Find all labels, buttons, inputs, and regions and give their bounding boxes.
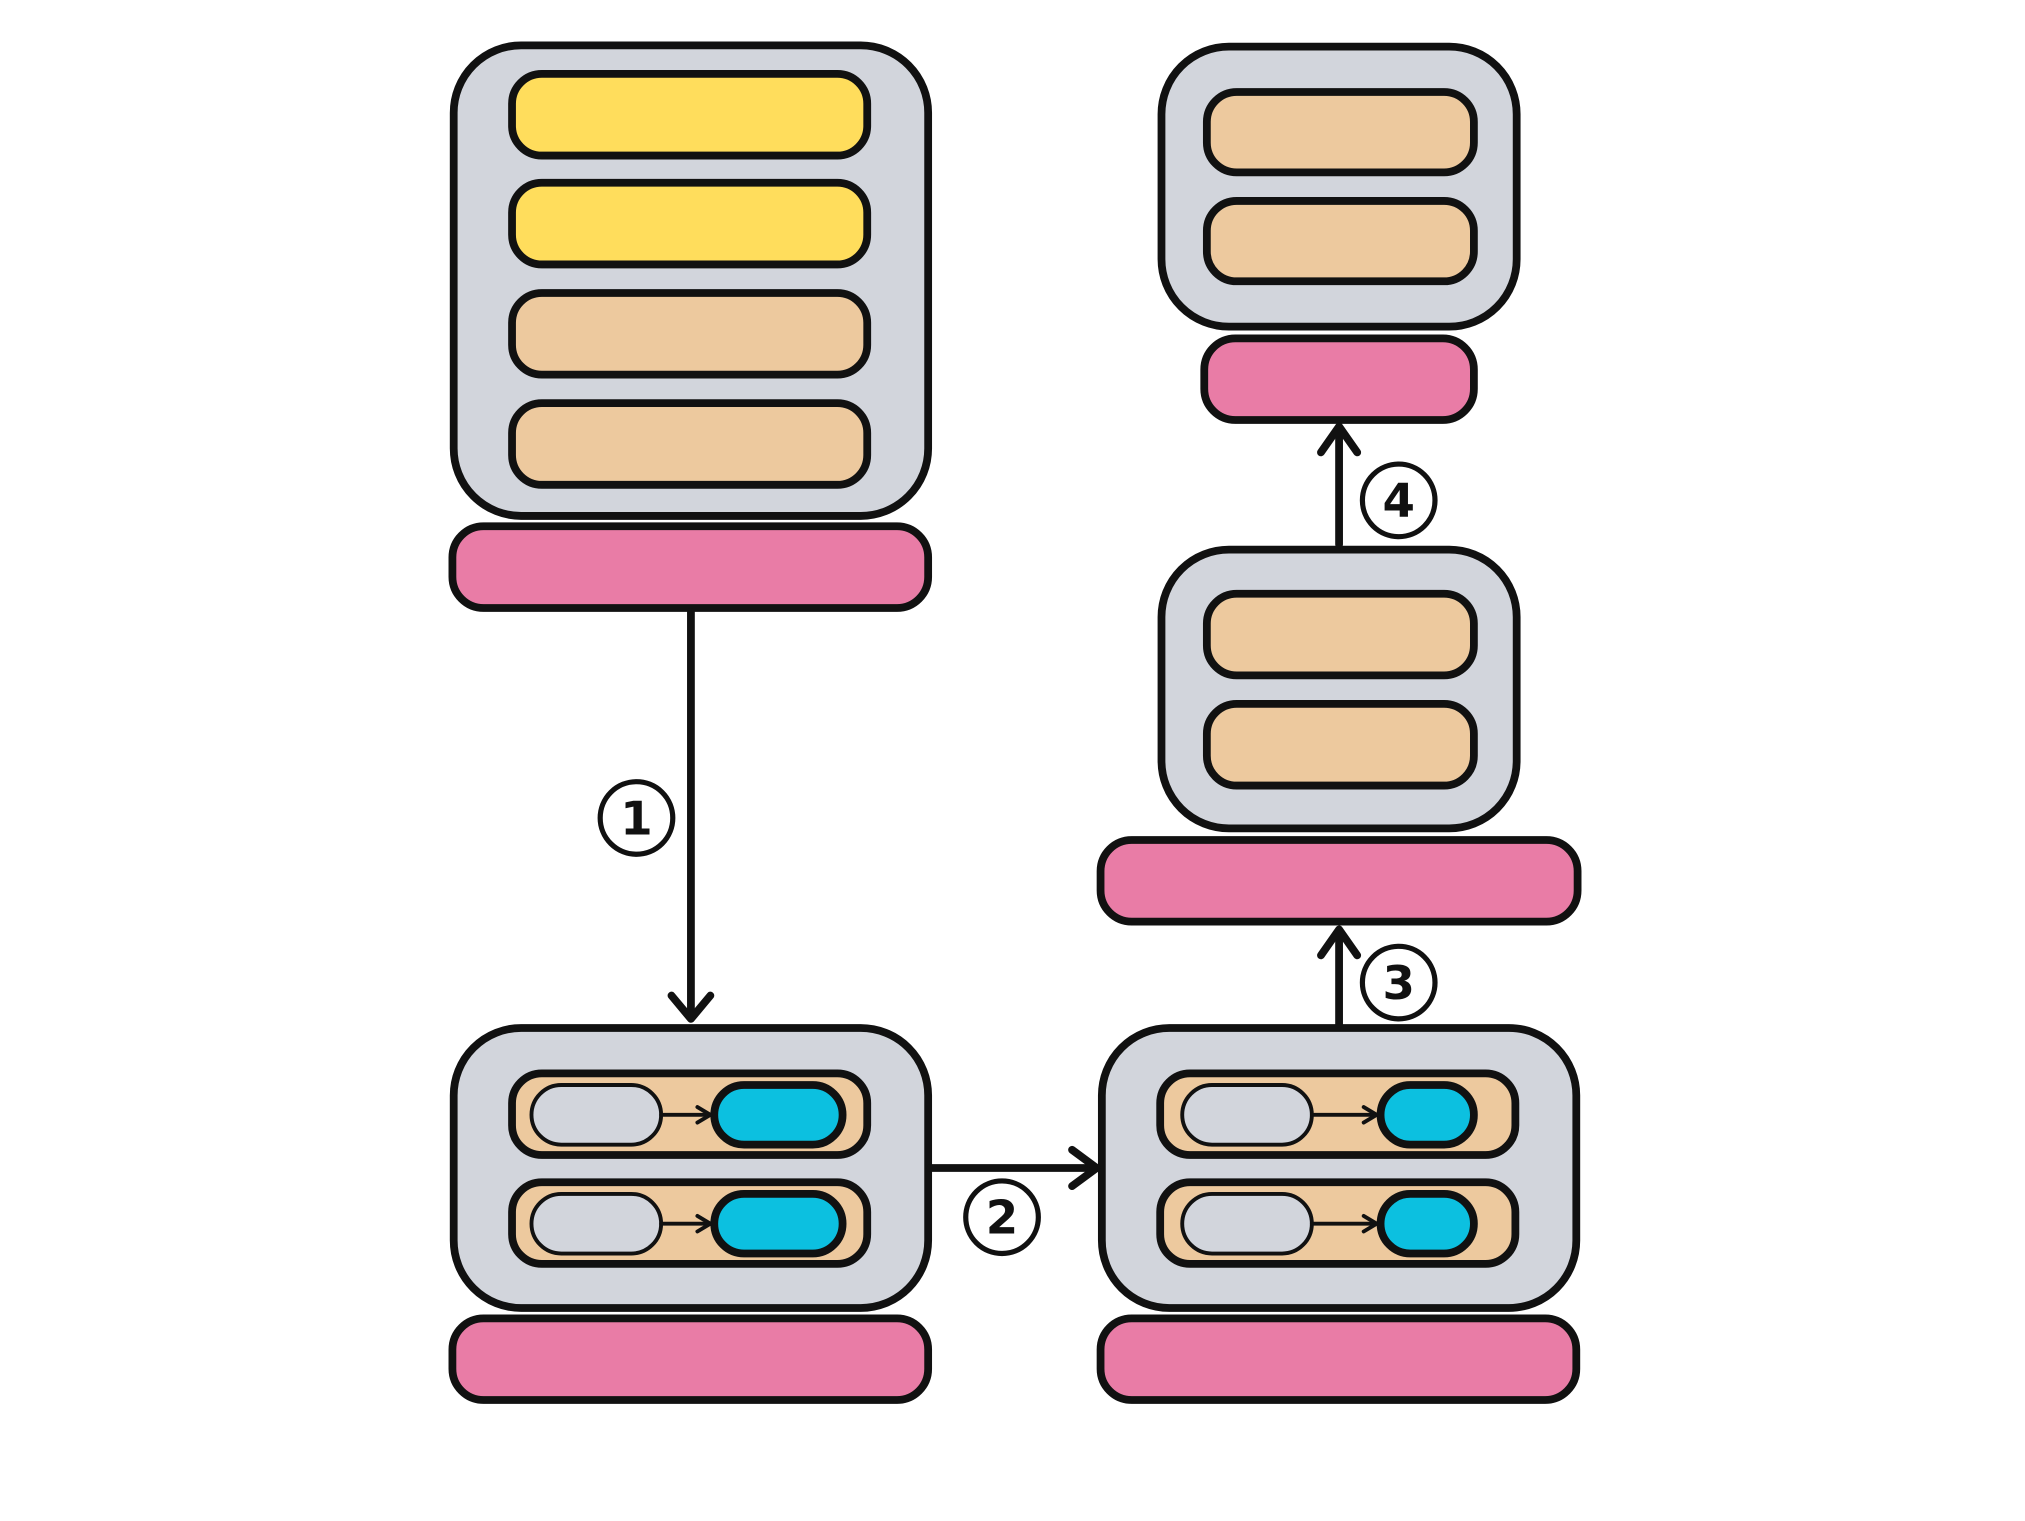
step-marker-2: 2 bbox=[963, 1178, 1041, 1257]
arrow-head-icon bbox=[1317, 925, 1362, 960]
source-container bbox=[449, 41, 933, 520]
arrow-step-1 bbox=[667, 607, 715, 1023]
arrow-head-icon bbox=[1068, 1145, 1101, 1191]
stage-three-block-1 bbox=[1202, 589, 1478, 680]
step-marker-4: 4 bbox=[1359, 461, 1438, 540]
stage-one-row-1-cyan-pill bbox=[710, 1081, 847, 1149]
step-number-2: 2 bbox=[986, 1192, 1018, 1246]
stage-three-top-bar bbox=[1096, 836, 1582, 926]
stage-two-row-1-cyan-pill bbox=[1376, 1081, 1478, 1149]
arrow-head-icon bbox=[695, 1213, 713, 1234]
diagram-content: 1 2 3 4 bbox=[448, 41, 1582, 1404]
stage-one-base-bar bbox=[448, 1314, 933, 1404]
arrow-step-4 bbox=[1317, 422, 1362, 549]
circled-number-ring bbox=[963, 1178, 1041, 1257]
source-block-yellow-2 bbox=[508, 178, 872, 269]
step-number-1: 1 bbox=[620, 792, 652, 846]
arrow-head-icon bbox=[1361, 1105, 1379, 1125]
step-number-4: 4 bbox=[1382, 475, 1414, 529]
arrow-head-icon bbox=[695, 1105, 713, 1125]
stage-three-stack bbox=[1157, 545, 1521, 833]
step-marker-3: 3 bbox=[1359, 943, 1438, 1022]
arrow-step-2 bbox=[926, 1145, 1101, 1191]
stage-one-stack bbox=[449, 1024, 933, 1312]
result-block-1 bbox=[1202, 88, 1478, 177]
stage-one-row-2-gray-pill bbox=[529, 1191, 664, 1256]
arrow-step-3 bbox=[1317, 925, 1362, 1028]
stage-one-row-1-gray-pill bbox=[529, 1083, 664, 1147]
stage-two-row-2-gray-pill bbox=[1180, 1191, 1314, 1256]
source-stack bbox=[449, 41, 933, 520]
arrow-head-icon bbox=[667, 991, 715, 1023]
result-base-bar bbox=[1200, 334, 1478, 424]
source-block-tan-1 bbox=[508, 289, 872, 379]
source-base-bar bbox=[448, 522, 933, 612]
result-block-2 bbox=[1202, 197, 1478, 286]
stage-one-row-2-cyan-pill bbox=[710, 1190, 847, 1258]
arrow-head-icon bbox=[1317, 422, 1362, 457]
circled-number-ring bbox=[1359, 461, 1438, 540]
step-number-3: 3 bbox=[1382, 957, 1414, 1011]
stage-two-row-1-gray-pill bbox=[1180, 1083, 1314, 1147]
step-marker-1: 1 bbox=[597, 779, 676, 857]
result-stack bbox=[1157, 42, 1521, 331]
circled-number-ring bbox=[597, 779, 676, 857]
stage-two-stack bbox=[1097, 1024, 1581, 1312]
stage-two-row-2-cyan-pill bbox=[1376, 1190, 1478, 1258]
source-block-yellow-1 bbox=[508, 70, 872, 160]
circled-number-ring bbox=[1359, 943, 1438, 1022]
source-block-tan-2 bbox=[508, 399, 872, 489]
stage-two-base-bar bbox=[1096, 1314, 1581, 1404]
stage-three-block-2 bbox=[1202, 700, 1478, 790]
arrow-head-icon bbox=[1361, 1213, 1379, 1234]
